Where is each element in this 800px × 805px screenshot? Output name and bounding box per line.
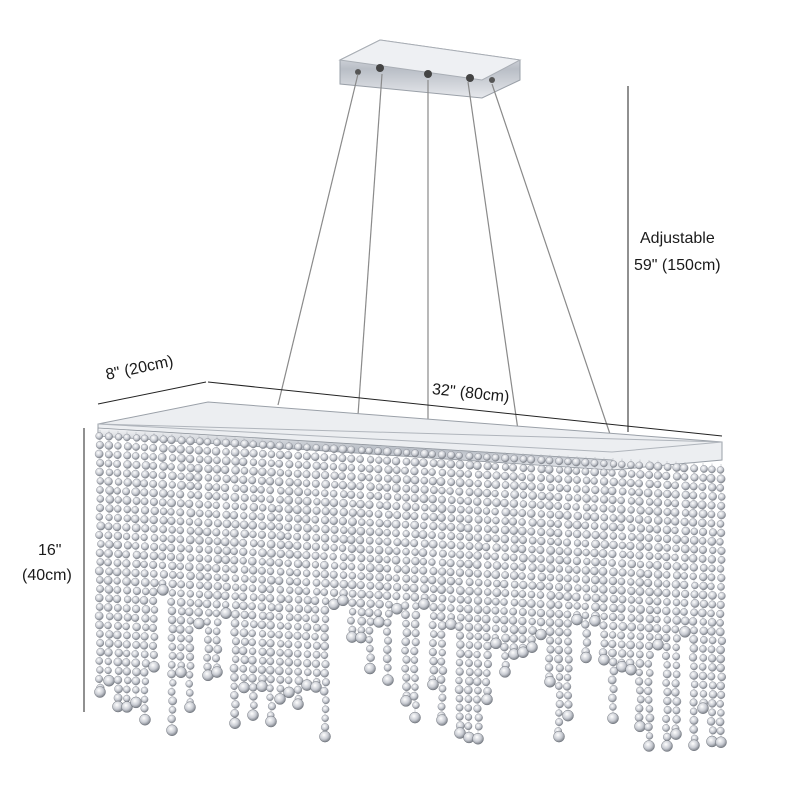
crystal-strand [553,455,565,743]
adjustable-label: Adjustable [640,230,715,247]
crystal-strand [526,453,538,653]
crystal-strand [94,430,106,698]
suspension-wires [277,73,613,441]
crystal-strand [121,431,133,713]
crystal-strand [535,454,547,641]
crystal-strand [301,441,313,691]
crystal-strand [382,445,394,686]
height-value: 16" [38,542,62,559]
crystal-strand [508,452,520,660]
crystal-strand [310,441,322,693]
crystal-strand [490,451,502,650]
crystal-strand [139,432,151,726]
crystal-strand [418,447,430,610]
crystal-strand [193,435,205,630]
crystal-strand [265,439,277,728]
crystal-strands [94,430,727,752]
crystal-strand [481,451,493,706]
crystal-strand [355,444,367,644]
crystal-strand [211,436,223,678]
crystal-strand [220,436,232,619]
crystal-strand [337,443,349,607]
crystal-strand [274,439,286,705]
crystal-strand [670,461,682,740]
crystal-strand [157,433,169,596]
width-dimension-line [97,381,207,405]
crystal-strand [598,457,610,666]
crystal-strand [247,438,259,721]
crystal-strand [634,459,646,733]
crystal-strand [148,432,160,673]
crystal-strand [400,446,412,707]
crystal-strand [499,452,511,678]
crystal-strand [616,458,628,673]
crystal-strand [319,442,331,743]
crystal-strand [436,448,448,726]
crystal-strand [715,463,727,748]
crystal-strand [175,434,187,679]
crystal-strand [517,453,529,659]
dimension-lines [83,86,723,712]
crystal-strand [580,456,592,664]
crystal-strand [463,450,475,744]
ceiling-canopy [338,39,522,99]
crystal-strand [202,435,214,682]
crystal-strand [472,450,484,745]
crystal-strand [544,454,556,688]
crystal-strand [238,437,250,694]
length-dimension-line [207,381,723,437]
crystal-strand [571,456,583,626]
crystal-strand [697,462,709,714]
crystal-strand [103,430,115,687]
crystal-strand [292,440,304,710]
crystal-strand [607,458,619,725]
crystal-strand [643,460,655,752]
crystal-strand [112,430,124,713]
crystal-strand [130,431,142,709]
height-metric: (40cm) [22,567,72,584]
crystal-strand [625,459,637,676]
adjustable-value: 59" (150cm) [634,257,721,274]
crystal-strand [661,460,673,752]
crystal-strand [328,442,340,611]
crystal-strand [256,438,268,693]
crystal-strand [679,461,691,638]
crystal-strand [688,462,700,752]
crystal-strand [562,455,574,722]
crystal-strand [409,447,421,724]
crystal-strand [184,434,196,713]
crystal-strand [652,460,664,651]
crystal-strand [427,448,439,691]
crystal-strand [391,446,403,615]
crystal-strand [346,443,358,643]
crystal-strand [373,445,385,628]
crystal-strand [166,433,178,736]
crystal-strand [229,437,241,729]
crystal-strand [283,440,295,699]
crystal-strand [706,463,718,748]
crystal-strand [454,449,466,739]
crystal-strand [589,457,601,627]
crystal-strand [445,449,457,630]
crystal-strand [364,444,376,675]
